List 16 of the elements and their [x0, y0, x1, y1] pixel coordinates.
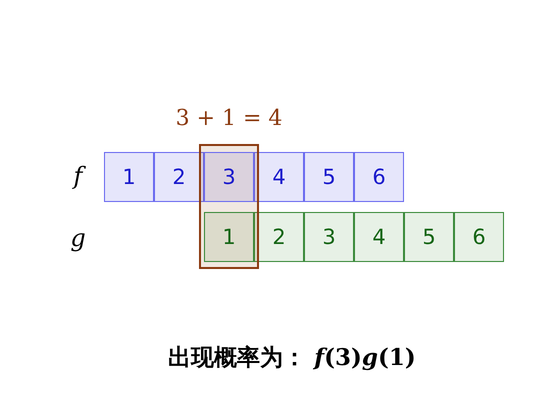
number-cell: 6	[354, 152, 404, 202]
number-cell: 4	[354, 212, 404, 262]
number-cell: 2	[254, 212, 304, 262]
number-cell: 1	[204, 212, 254, 262]
number-cell: 3	[304, 212, 354, 262]
number-cell: 1	[104, 152, 154, 202]
sum-equation: 3 + 1 = 4	[176, 106, 282, 131]
number-cell: 6	[454, 212, 504, 262]
function-name: g	[70, 224, 86, 252]
number-cell: 4	[254, 152, 304, 202]
probability-caption: 出现概率为： f(3)g(1)	[168, 343, 416, 373]
number-cell: 3	[204, 152, 254, 202]
number-cell: 5	[404, 212, 454, 262]
number-cell: 5	[304, 152, 354, 202]
highlight-frame	[199, 144, 259, 269]
number-cell: 2	[154, 152, 204, 202]
